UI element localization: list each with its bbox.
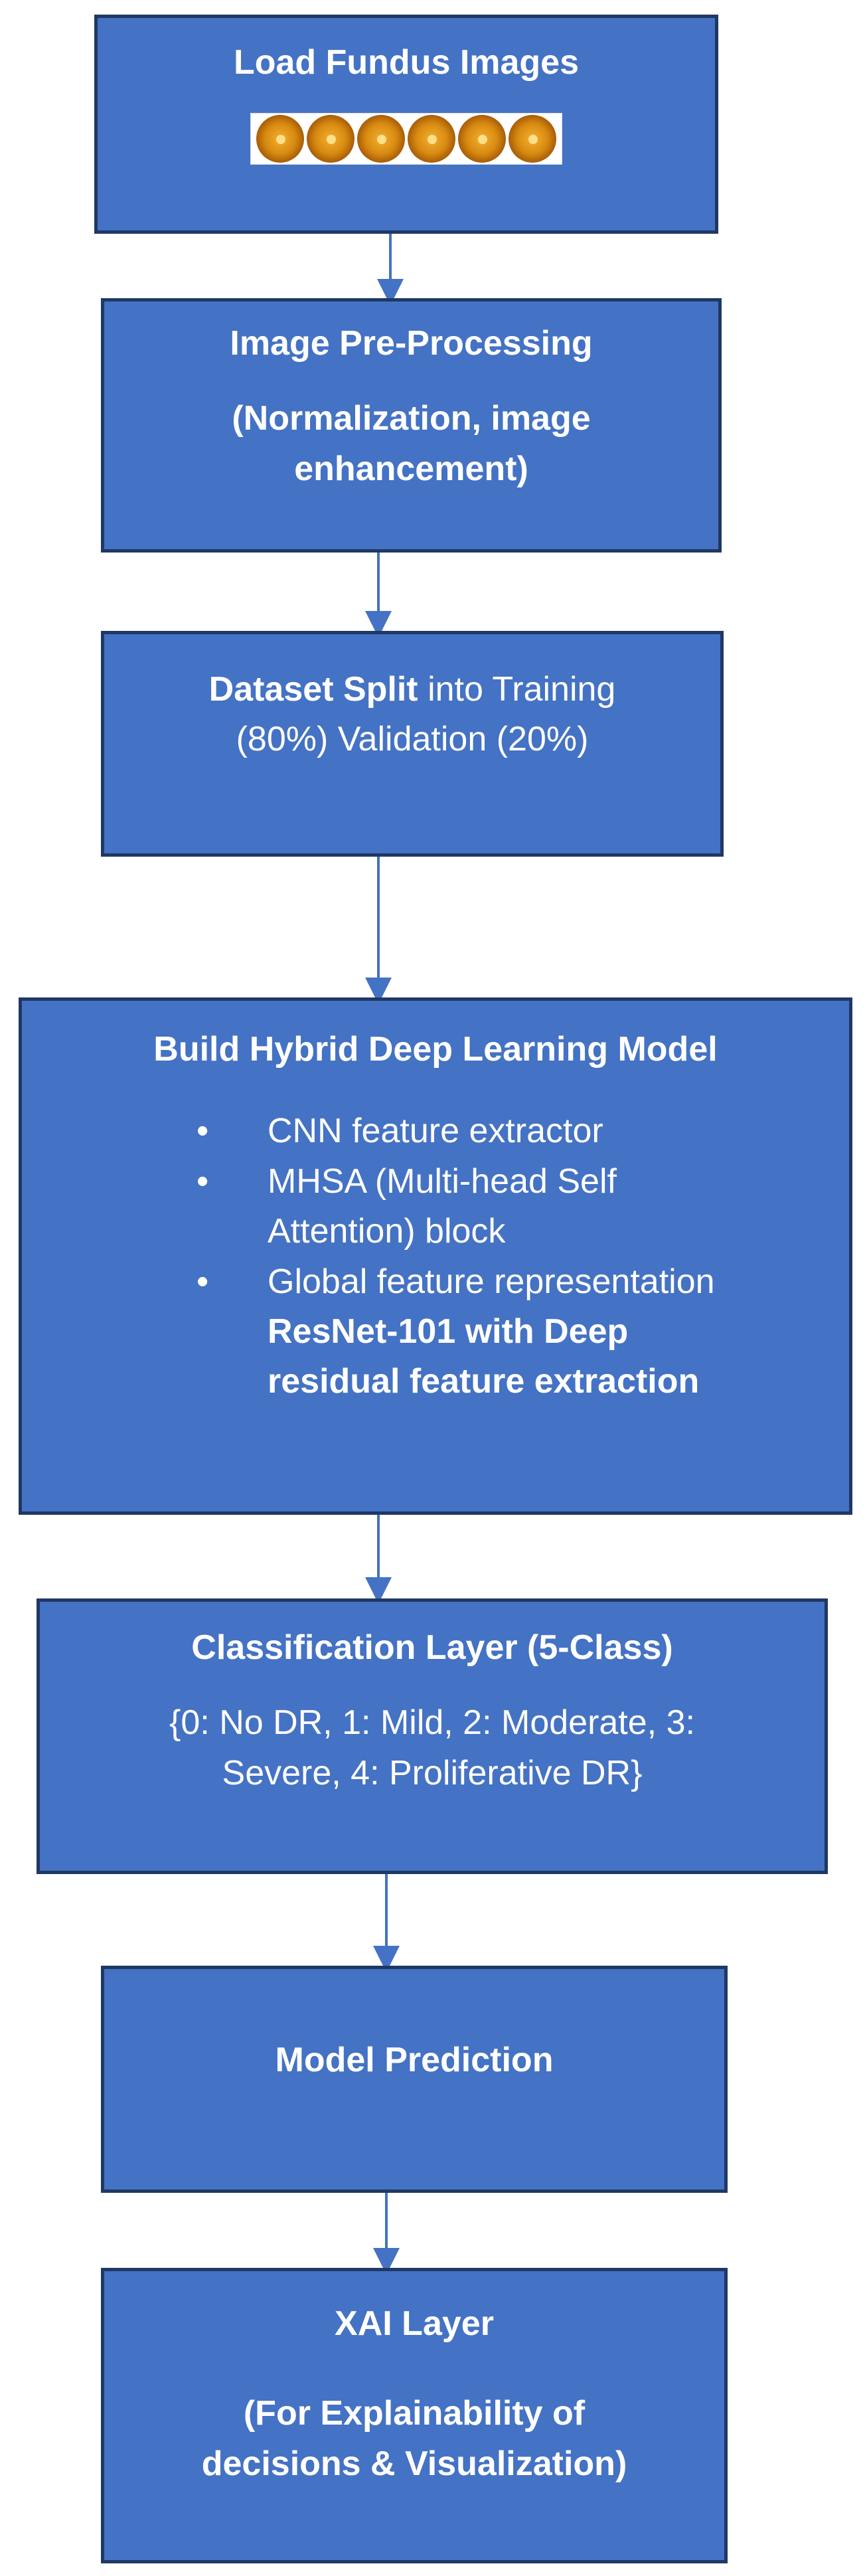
preprocessing-title: Image Pre-Processing (230, 324, 593, 363)
fundus-thumbnails (250, 113, 562, 165)
xai-detail-line2: decisions & Visualization) (201, 2444, 627, 2483)
classification-classes-line2: Severe, 4: Proliferative DR} (222, 1753, 643, 1792)
dataset-split-box: Dataset Split into Training (80%) Valida… (101, 631, 724, 857)
dataset-split-line2: (80%) Validation (20%) (236, 720, 589, 759)
preprocessing-box: Image Pre-Processing (Normalization, ima… (101, 298, 722, 553)
load-fundus-images-box: Load Fundus Images (94, 15, 718, 234)
component-cnn-text: CNN feature extractor (268, 1112, 603, 1151)
load-fundus-images-title: Load Fundus Images (233, 43, 580, 82)
xai-title: XAI Layer (335, 2304, 494, 2343)
dataset-split-title: Dataset Split (208, 670, 418, 709)
classification-layer-box: Classification Layer (5-Class) {0: No DR… (37, 1598, 828, 1874)
bullet-icon: • (197, 1161, 209, 1201)
classification-title: Classification Layer (5-Class) (191, 1628, 673, 1667)
fundus-image-2 (307, 115, 355, 163)
model-components-list: • CNN feature extractor • MHSA (Multi-he… (165, 1106, 849, 1307)
hybrid-model-box: Build Hybrid Deep Learning Model • CNN f… (19, 997, 852, 1515)
xai-detail-line1: (For Explainability of (243, 2394, 586, 2433)
fundus-image-1 (256, 115, 304, 163)
bullet-icon: • (197, 1262, 209, 1301)
component-item-global: • Global feature representation (165, 1257, 849, 1307)
component-mhsa-line1: MHSA (Multi-head Self (268, 1161, 617, 1201)
model-prediction-box: Model Prediction (101, 1966, 728, 2193)
component-item-mhsa: • MHSA (Multi-head Self Attention) block (165, 1157, 849, 1257)
bullet-icon: • (197, 1112, 209, 1151)
fundus-image-4 (408, 115, 455, 163)
classification-classes-line1: {0: No DR, 1: Mild, 2: Moderate, 3: (169, 1703, 695, 1743)
hybrid-model-title: Build Hybrid Deep Learning Model (153, 1030, 718, 1069)
component-item-cnn: • CNN feature extractor (165, 1106, 849, 1156)
model-prediction-title: Model Prediction (275, 2041, 554, 2079)
component-mhsa-line2: Attention) block (268, 1212, 506, 1251)
fundus-image-6 (509, 115, 556, 163)
preprocessing-detail-line1: (Normalization, image (232, 399, 591, 438)
dataset-split-rest: into Training (418, 670, 616, 709)
resnet-line1: ResNet-101 with Deep (268, 1312, 629, 1351)
fundus-image-5 (458, 115, 506, 163)
component-global-text: Global feature representation (268, 1262, 715, 1301)
fundus-image-3 (357, 115, 405, 163)
dataset-split-line1: Dataset Split into Training (104, 665, 720, 715)
preprocessing-detail-line2: enhancement) (294, 449, 528, 488)
xai-layer-box: XAI Layer (For Explainability of decisio… (101, 2268, 728, 2563)
resnet-line2: residual feature extraction (268, 1362, 700, 1401)
